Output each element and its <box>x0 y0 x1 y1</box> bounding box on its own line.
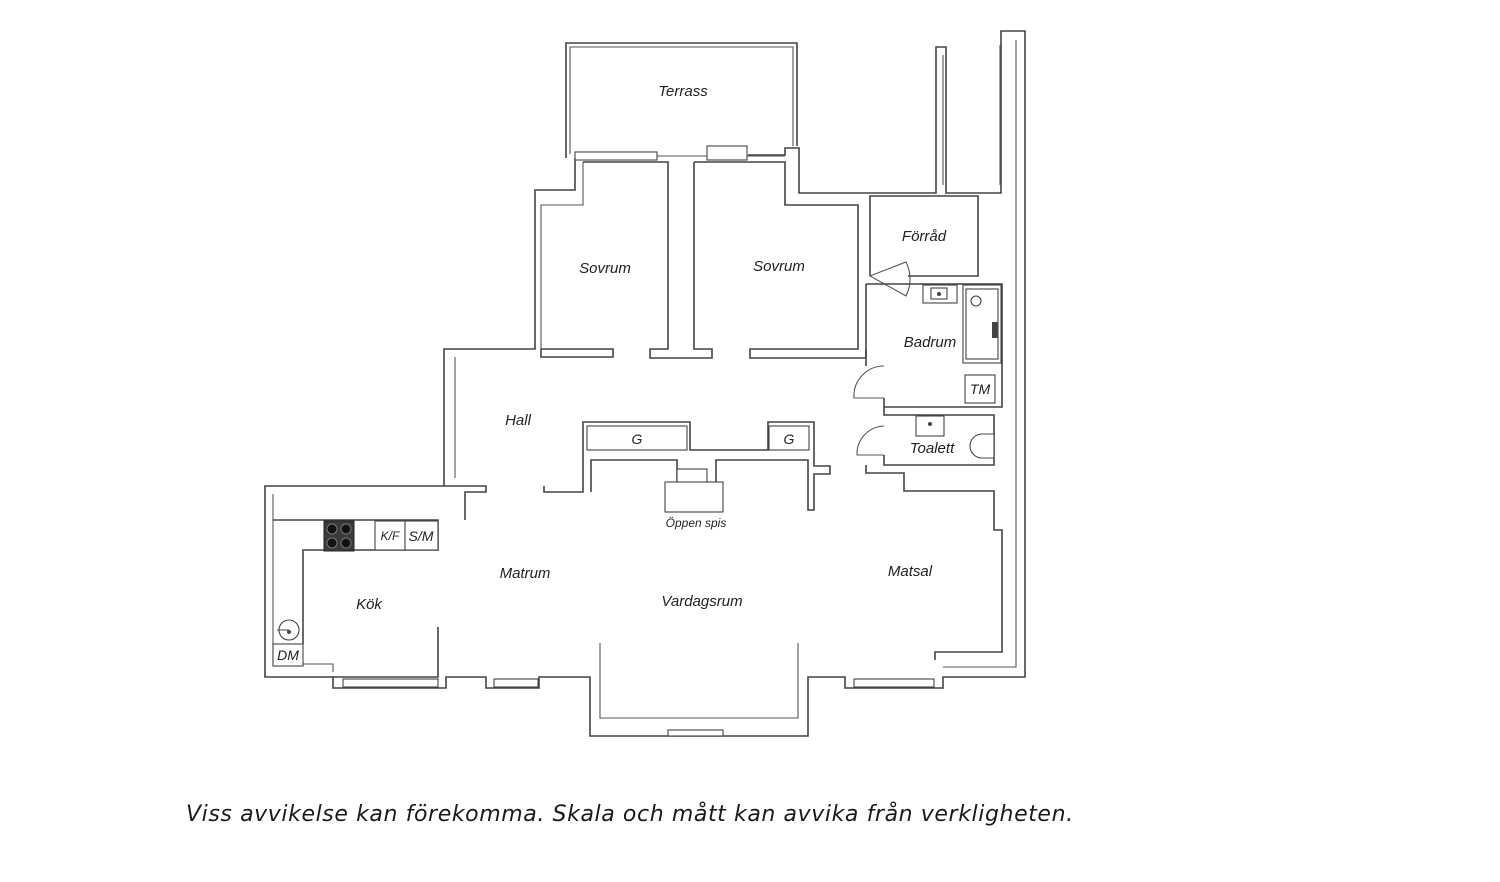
fridge-freezer-label: K/F <box>381 529 400 543</box>
disclaimer-text: Viss avvikelse kan förekomma. Skala och … <box>186 802 1074 827</box>
hall-label: Hall <box>505 412 532 429</box>
kitchen-label: Kök <box>356 596 383 613</box>
toilet-sink-icon <box>915 415 945 437</box>
dishwasher-slot <box>404 520 439 551</box>
bathroom-walls <box>853 283 1003 408</box>
fireplace-icon <box>664 468 724 513</box>
storage-label: Förråd <box>902 228 947 245</box>
toilet-label: Toalett <box>910 440 955 457</box>
bathroom-sink-icon <box>922 284 958 304</box>
dining-room-label: Matsal <box>888 563 933 580</box>
wardrobe-2-label: G <box>784 431 795 447</box>
kitchen-sink-icon <box>277 619 300 641</box>
living-room-label: Vardagsrum <box>661 593 742 610</box>
dishwasher-slot-label: S/M <box>409 528 434 544</box>
washing-machine <box>964 374 996 404</box>
exterior-walls <box>264 30 1026 737</box>
fridge-freezer <box>374 520 406 551</box>
washing-machine-label: TM <box>970 381 991 397</box>
dishwasher-label: DM <box>277 647 299 663</box>
shower-icon <box>962 284 1002 364</box>
wardrobe-1-label: G <box>632 431 643 447</box>
bedroom-2-label: Sovrum <box>753 258 805 275</box>
terrace-outline <box>565 42 798 158</box>
wardrobe-2 <box>768 425 810 451</box>
dining-nook-label: Matrum <box>500 565 551 582</box>
storage-walls <box>868 195 979 297</box>
toilet-bowl-icon <box>969 433 995 459</box>
interior-walls <box>273 421 831 678</box>
fireplace-label: Öppen spis <box>666 516 727 530</box>
stove-icon <box>323 520 355 552</box>
dishwasher <box>272 643 304 667</box>
terrace-label: Terrass <box>658 83 708 100</box>
bathroom-label: Badrum <box>904 334 957 351</box>
bedroom-2-walls <box>694 161 867 359</box>
exterior-windows <box>342 678 935 737</box>
terrace-windows <box>574 145 785 161</box>
bedroom-1-label: Sovrum <box>579 260 631 277</box>
bedroom-1-walls <box>540 161 713 359</box>
wardrobe-1 <box>586 425 688 451</box>
